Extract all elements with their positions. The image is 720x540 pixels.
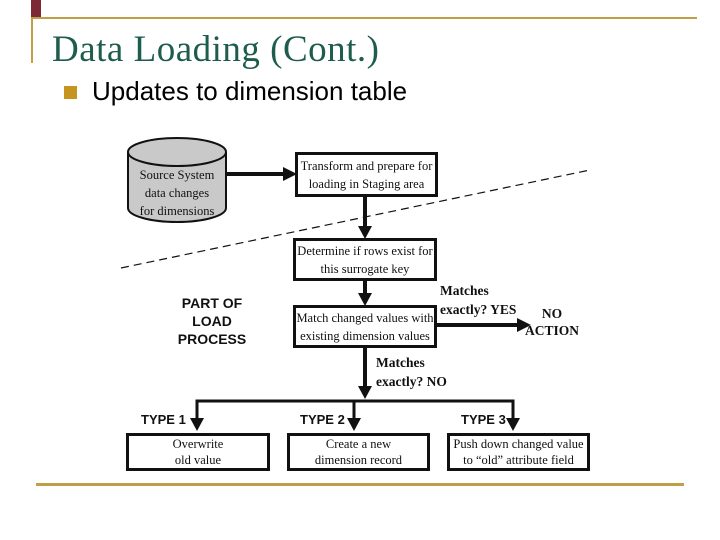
slide-title: Data Loading (Cont.) — [52, 29, 380, 70]
type1-label: TYPE 1 — [141, 412, 186, 427]
type3-label: TYPE 3 — [461, 412, 506, 427]
left-border-stub — [31, 17, 33, 63]
arrow-match-to-no-action — [437, 318, 531, 332]
dashed-divider-line — [120, 169, 591, 269]
source-cylinder-shape — [127, 136, 227, 224]
bottom-border-line — [36, 483, 684, 486]
corner-accent-bar — [31, 0, 41, 17]
type2-label: TYPE 2 — [300, 412, 345, 427]
part-of-load-process-label: PART OF LOAD PROCESS — [177, 295, 247, 347]
bullet-text: Updates to dimension table — [92, 76, 408, 106]
source-cylinder-label: Source System data changes for dimension… — [139, 168, 215, 218]
matches-exactly-no-label: Matches exactly? NO — [376, 355, 447, 389]
type3-box: Push down changed value to “old” attribu… — [447, 433, 590, 471]
arrow-match-to-branch — [358, 348, 372, 399]
matches-exactly-yes-label: Matches exactly? YES — [440, 283, 517, 317]
transform-box: Transform and prepare for loading in Sta… — [295, 152, 438, 197]
arrow-transform-to-determine — [358, 197, 372, 239]
top-border-line — [31, 17, 697, 19]
branch-connector — [190, 399, 520, 431]
type2-box: Create a new dimension record — [287, 433, 430, 471]
no-action-label: NO ACTION — [524, 306, 579, 338]
match-box: Match changed values with existing dimen… — [293, 305, 437, 348]
arrow-determine-to-match — [358, 281, 372, 306]
determine-box: Determine if rows exist for this surroga… — [293, 238, 437, 281]
source-cylinder-top-rim — [127, 151, 227, 168]
type1-box: Overwrite old value — [126, 433, 270, 471]
bullet-square-icon — [64, 86, 77, 99]
arrow-source-to-transform — [225, 167, 297, 181]
